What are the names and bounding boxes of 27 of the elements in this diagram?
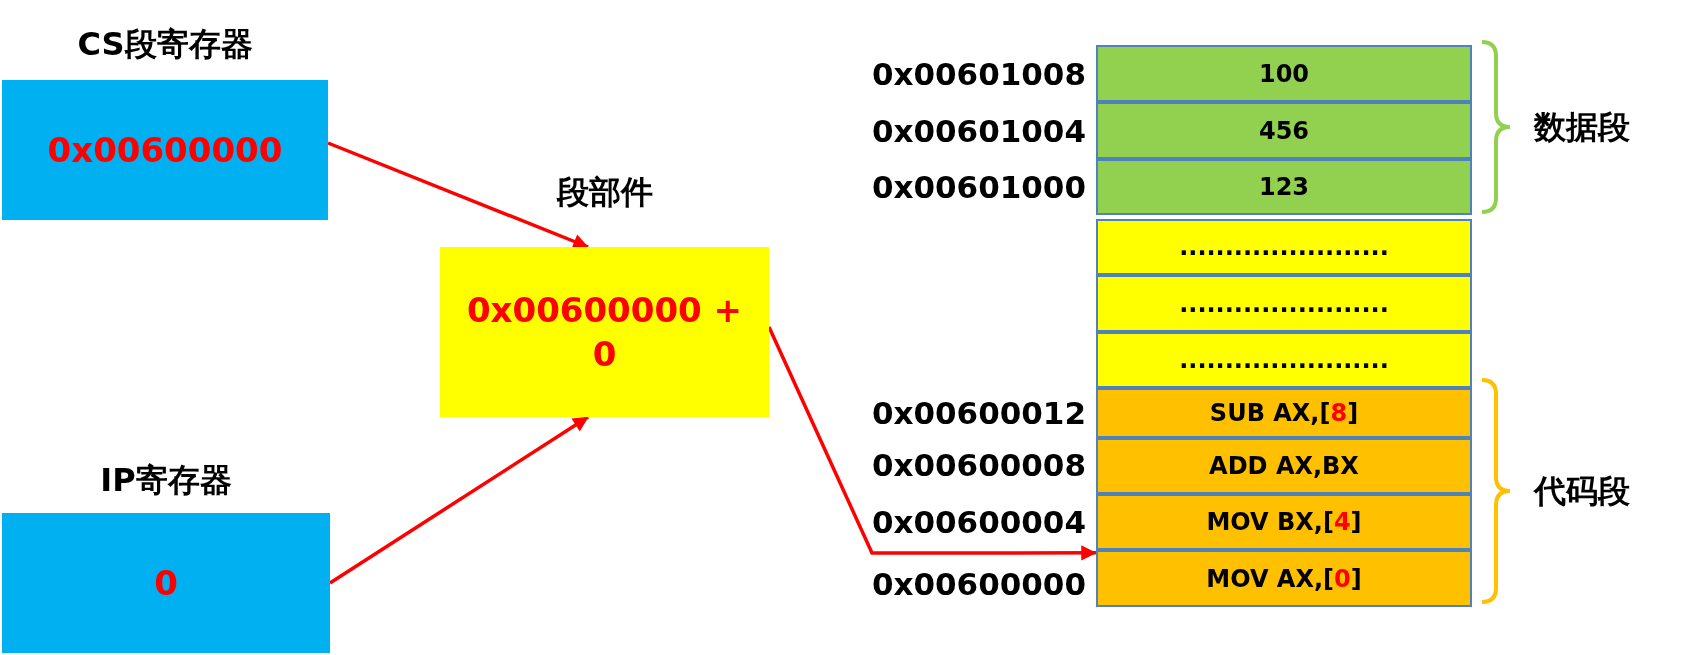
memory-cell: 100 [1096,45,1472,102]
register-box: 0x00600000 [2,80,328,220]
memory-cell: SUB AX,[8] [1096,388,1472,438]
address-label: 0x00601004 [871,112,1086,149]
memory-cell: 456 [1096,102,1472,159]
memory-cell: ....................... [1096,332,1472,388]
segment-label: 数据段 [1534,107,1630,148]
register-label: CS段寄存器 [76,24,254,65]
address-label: 0x00600012 [871,395,1086,431]
memory-cell: ADD AX,BX [1096,438,1472,494]
adder-box: 0x00600000 + 0 [440,247,769,417]
memory-cell: MOV BX,[4] [1096,494,1472,550]
address-label: 0x00601008 [871,55,1086,92]
memory-cell: ....................... [1096,275,1472,332]
arrow [327,141,589,249]
register-label: IP寄存器 [99,460,233,501]
address-label: 0x00600004 [871,504,1086,540]
memory-cell: MOV AX,[0] [1096,550,1472,607]
arrow [329,415,589,585]
memory-cell: 123 [1096,159,1472,215]
register-box: 0 [2,513,330,653]
address-label: 0x00600008 [871,447,1086,483]
address-label: 0x00600000 [871,566,1086,602]
segment-label: 代码段 [1534,471,1630,512]
unit-label: 段部件 [555,172,654,213]
address-label: 0x00601000 [871,169,1086,205]
memory-cell: ....................... [1096,219,1472,275]
